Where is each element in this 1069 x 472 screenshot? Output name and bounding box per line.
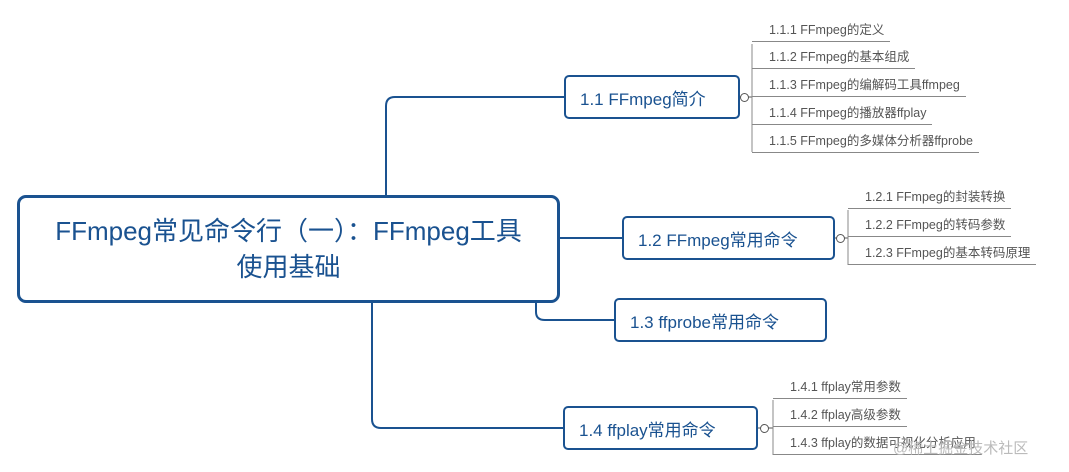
collapse-toggle-icon[interactable]	[836, 234, 845, 243]
subtopic-1-2-3[interactable]: 1.2.3 FFmpeg的基本转码原理	[848, 242, 1037, 265]
subtopic-1-4-2[interactable]: 1.4.2 ffplay高级参数	[773, 404, 907, 427]
subtopic-1-4-1[interactable]: 1.4.1 ffplay常用参数	[773, 376, 907, 399]
topic-label: 1.4 ffplay常用命令	[579, 420, 716, 440]
subtopic-1-4-3[interactable]: 1.4.3 ffplay的数据可视化分析应用	[773, 432, 982, 455]
subtopic-1-2-2[interactable]: 1.2.2 FFmpeg的转码参数	[848, 214, 1012, 237]
subtopic-1-1-5[interactable]: 1.1.5 FFmpeg的多媒体分析器ffprobe	[752, 130, 980, 153]
topic-node-1-1[interactable]: 1.1 FFmpeg简介	[564, 75, 740, 119]
topic-node-1-2[interactable]: 1.2 FFmpeg常用命令	[622, 216, 835, 260]
subtopic-1-1-1[interactable]: 1.1.1 FFmpeg的定义	[752, 19, 891, 42]
topic-node-1-4[interactable]: 1.4 ffplay常用命令	[563, 406, 758, 450]
watermark: @稀土掘金技术社区	[893, 440, 1029, 457]
root-title: FFmpeg常见命令行（一）：FFmpeg工具使用基础	[55, 216, 522, 282]
topic-label: 1.2 FFmpeg常用命令	[638, 230, 798, 250]
topic-node-1-3[interactable]: 1.3 ffprobe常用命令	[614, 298, 827, 342]
collapse-toggle-icon[interactable]	[760, 424, 769, 433]
subtopic-1-1-3[interactable]: 1.1.3 FFmpeg的编解码工具ffmpeg	[752, 74, 966, 97]
root-node[interactable]: FFmpeg常见命令行（一）：FFmpeg工具使用基础	[17, 195, 560, 303]
subtopic-1-2-1[interactable]: 1.2.1 FFmpeg的封装转换	[848, 186, 1012, 209]
subtopic-1-1-2[interactable]: 1.1.2 FFmpeg的基本组成	[752, 46, 916, 69]
collapse-toggle-icon[interactable]	[740, 93, 749, 102]
subtopic-1-1-4[interactable]: 1.1.4 FFmpeg的播放器ffplay	[752, 102, 933, 125]
topic-label: 1.1 FFmpeg简介	[580, 89, 706, 109]
topic-label: 1.3 ffprobe常用命令	[630, 312, 779, 332]
